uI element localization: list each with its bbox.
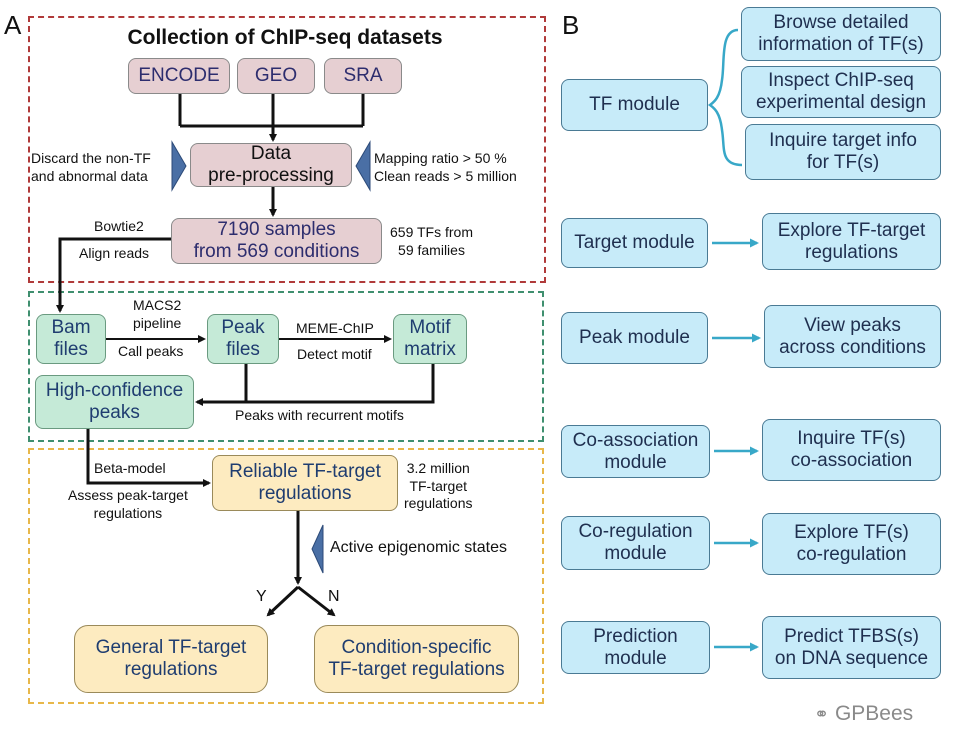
- tf-brace: [707, 28, 743, 167]
- target-module-box: Target module: [561, 218, 708, 268]
- coregulation-function-box: Explore TF(s)co-regulation: [762, 513, 941, 575]
- arrow-n-branch: [297, 585, 336, 617]
- arrow-hc-to-reliable: [86, 429, 211, 487]
- tf-module-box: TF module: [561, 79, 708, 131]
- no-label: N: [328, 588, 340, 605]
- beta-label: Beta-model: [94, 460, 166, 476]
- mapping-note: Mapping ratio > 50 %Clean reads > 5 mill…: [374, 150, 517, 184]
- bowtie-label: Bowtie2: [94, 218, 144, 234]
- arrow-y-branch: [266, 585, 300, 617]
- panel-b-label: B: [562, 10, 580, 40]
- panel-a-label: A: [4, 10, 22, 40]
- discard-arrow-icon: [171, 140, 187, 192]
- source-geo: GEO: [237, 58, 315, 94]
- call-peaks-label: Call peaks: [118, 343, 184, 359]
- prediction-function-box: Predict TFBS(s)on DNA sequence: [762, 616, 941, 679]
- meme-label: MEME-ChIP: [296, 320, 374, 336]
- epigenomic-label: Active epigenomic states: [330, 539, 507, 556]
- wechat-icon: ⚭: [814, 704, 830, 724]
- watermark: ⚭ GPBees: [814, 702, 914, 725]
- align-label: Align reads: [79, 245, 150, 261]
- recurrent-label: Peaks with recurrent motifs: [235, 407, 404, 423]
- mapping-arrow-icon: [355, 140, 371, 192]
- yes-label: Y: [256, 588, 267, 605]
- collection-section: [28, 16, 546, 283]
- source-encode: ENCODE: [128, 58, 230, 94]
- detect-motif-label: Detect motif: [297, 346, 372, 362]
- epigenomic-arrow-icon: [311, 524, 324, 574]
- coassociation-function-box: Inquire TF(s)co-association: [762, 419, 941, 481]
- arrow-samples-to-bam: [56, 237, 171, 313]
- section-title: Collection of ChIP-seq datasets: [127, 26, 443, 49]
- peak-module-box: Peak module: [561, 312, 708, 364]
- regulation-section: [28, 448, 544, 704]
- peak-section: [28, 291, 544, 442]
- source-sra: SRA: [324, 58, 402, 94]
- arrow-motif-to-hc: [195, 364, 435, 406]
